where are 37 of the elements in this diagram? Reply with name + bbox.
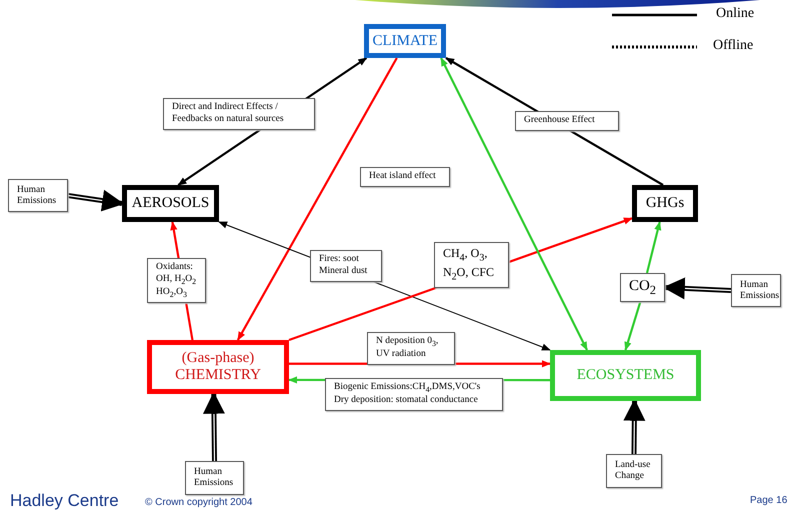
source-box (606, 454, 662, 488)
arrow (624, 302, 642, 351)
arrow (236, 57, 398, 341)
arrow (646, 221, 662, 274)
component-box (122, 185, 219, 222)
footer-title: Hadley Centre (10, 491, 119, 511)
source-box (620, 273, 665, 302)
edge-label: N deposition 0$_{3}$, UV radiation (367, 332, 455, 365)
node-label: Human Emissions (17, 184, 58, 206)
component-box (364, 24, 446, 58)
arrow (440, 57, 588, 351)
node-label: (Gas-phase) (182, 350, 254, 367)
node-label: CHEMISTRY (175, 367, 261, 384)
node-label: Land-use Change (615, 460, 652, 482)
component-box (147, 340, 289, 394)
source-box (731, 274, 781, 307)
legend-label: Online (716, 6, 754, 22)
edge-label: Biogenic Emissions:CH$_{4}$,DMS,VOC's Dry deposition: stomatal conductance (325, 378, 503, 411)
node-label: Human Emissions (740, 280, 780, 302)
edge-label: Oxidants: OH, H$_{2}$O$_{2}$ HO$_{2}$,O$_{3}$ (147, 258, 206, 304)
edge-label: Greenhouse Effect (515, 111, 619, 131)
node-label: GHGs (646, 195, 684, 212)
source-box (8, 179, 68, 212)
edge-label: Fires: soot Mineral dust (310, 250, 382, 282)
source-box (185, 461, 244, 495)
edge-label: CH$_{4}$, O$_{3}$, N$_{2}$O, CFC (434, 242, 509, 288)
edge-label: Heat island effect (360, 167, 450, 187)
component-box (550, 350, 701, 401)
node-label: ECOSYSTEMS (576, 367, 674, 384)
node-label: CO$_{2}$ (628, 278, 656, 297)
legend-label: Offline (713, 38, 754, 54)
node-label: CLIMATE (372, 32, 438, 50)
node-label: Human Emissions (194, 467, 234, 489)
edge-label: Direct and Indirect Effects / Feedbacks on natural sources (163, 98, 315, 130)
node-label: AEROSOLS (132, 195, 210, 212)
page-number: Page 16 (750, 495, 788, 506)
component-box (632, 185, 698, 222)
